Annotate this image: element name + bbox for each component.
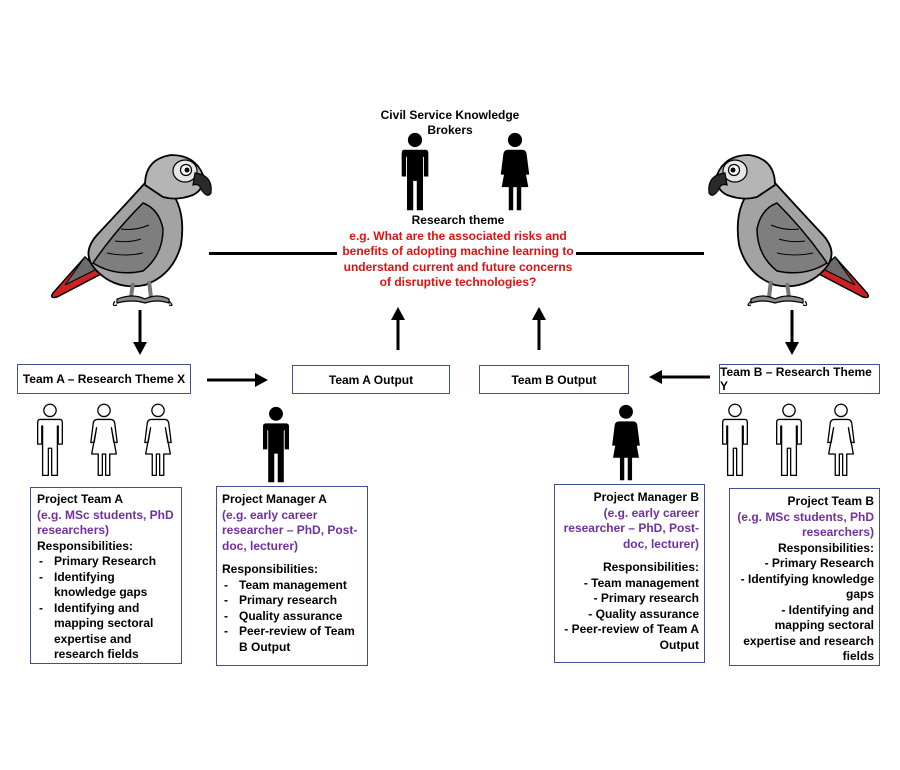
list-item: - Identifying knowledge gaps bbox=[740, 571, 874, 602]
parrot-right-icon bbox=[705, 145, 875, 315]
manager-b-box: Project Manager B (e.g. early career res… bbox=[554, 484, 705, 663]
project-team-b-box: Project Team B (e.g. MSc students, PhD r… bbox=[729, 488, 880, 666]
team-b-woman-icon bbox=[823, 403, 859, 477]
project-team-a-resp-list: Primary Research Identifying knowledge g… bbox=[37, 554, 176, 663]
broker-man-icon bbox=[395, 132, 435, 212]
parrot-left-icon bbox=[45, 145, 215, 315]
connector-line-left bbox=[209, 252, 337, 255]
list-item: - Primary Research bbox=[764, 556, 874, 570]
list-item: Quality assurance bbox=[222, 609, 362, 625]
connector-line-right bbox=[576, 252, 704, 255]
list-item: Peer-review of Team B Output bbox=[222, 624, 362, 655]
arrow-up-team-b-icon bbox=[532, 307, 546, 350]
manager-a-box: Project Manager A (e.g. early career res… bbox=[216, 486, 368, 666]
arrow-up-team-a-icon bbox=[391, 307, 405, 350]
research-theme-label: Research theme bbox=[411, 213, 505, 227]
project-team-b-resp-label: Responsibilities: bbox=[777, 540, 874, 555]
arrow-down-right-icon bbox=[785, 310, 799, 355]
research-theme: Research theme e.g. What are the associa… bbox=[342, 213, 574, 291]
project-team-b-title: Project Team B bbox=[787, 494, 874, 508]
project-team-b-resp-list: - Primary Research - Identifying knowled… bbox=[735, 556, 874, 665]
team-b-output-box: Team B Output bbox=[479, 365, 629, 394]
manager-a-man-icon bbox=[256, 406, 296, 484]
project-team-a-resp-label: Responsibilities: bbox=[37, 538, 134, 553]
team-b-man-icon bbox=[717, 403, 753, 477]
brokers-title: Civil Service Knowledge Brokers bbox=[380, 108, 520, 137]
team-a-theme-box: Team A – Research Theme X bbox=[17, 364, 191, 394]
team-b-theme-box: Team B – Research Theme Y bbox=[719, 364, 880, 394]
broker-woman-icon bbox=[495, 132, 535, 212]
list-item: - Quality assurance bbox=[588, 606, 699, 621]
project-team-a-box: Project Team A (e.g. MSc students, PhD r… bbox=[30, 487, 182, 664]
manager-b-example: (e.g. early career researcher – PhD, Pos… bbox=[563, 505, 699, 551]
manager-a-example: (e.g. early career researcher – PhD, Pos… bbox=[222, 507, 358, 553]
list-item: Identifying knowledge gaps bbox=[37, 570, 176, 601]
list-item: - Identifying and mapping sectoral exper… bbox=[743, 602, 874, 664]
manager-b-woman-icon bbox=[606, 404, 646, 482]
list-item: Identifying and mapping sectoral experti… bbox=[37, 601, 176, 663]
team-a-man-icon bbox=[32, 403, 68, 477]
arrow-down-left-icon bbox=[133, 310, 147, 355]
list-item: Primary research bbox=[222, 593, 362, 609]
manager-b-resp-label: Responsibilities: bbox=[602, 560, 699, 574]
list-item: - Primary research bbox=[593, 591, 699, 605]
manager-a-resp-label: Responsibilities: bbox=[222, 562, 319, 576]
team-a-woman-icon-1 bbox=[86, 403, 122, 477]
list-item: Team management bbox=[222, 578, 362, 594]
manager-b-title: Project Manager B bbox=[593, 490, 699, 504]
manager-a-title: Project Manager A bbox=[222, 492, 327, 506]
team-a-woman-icon-2 bbox=[140, 403, 176, 477]
team-b-man-icon-2 bbox=[771, 403, 807, 477]
research-theme-question: e.g. What are the associated risks and b… bbox=[342, 228, 574, 290]
project-team-a-example: (e.g. MSc students, PhD researchers) bbox=[37, 507, 174, 538]
manager-b-resp-list: - Team management - Primary research - Q… bbox=[560, 576, 699, 654]
manager-a-resp-list: Team management Primary research Quality… bbox=[222, 578, 362, 656]
team-a-output-box: Team A Output bbox=[292, 365, 450, 394]
arrow-right-icon bbox=[207, 373, 268, 387]
list-item: - Peer-review of Team A Output bbox=[564, 622, 699, 652]
list-item: - Team management bbox=[583, 575, 699, 590]
arrow-left-icon bbox=[649, 370, 710, 384]
project-team-b-example: (e.g. MSc students, PhD researchers) bbox=[737, 509, 874, 540]
project-team-a-title: Project Team A bbox=[37, 492, 124, 506]
list-item: Primary Research bbox=[37, 554, 176, 570]
